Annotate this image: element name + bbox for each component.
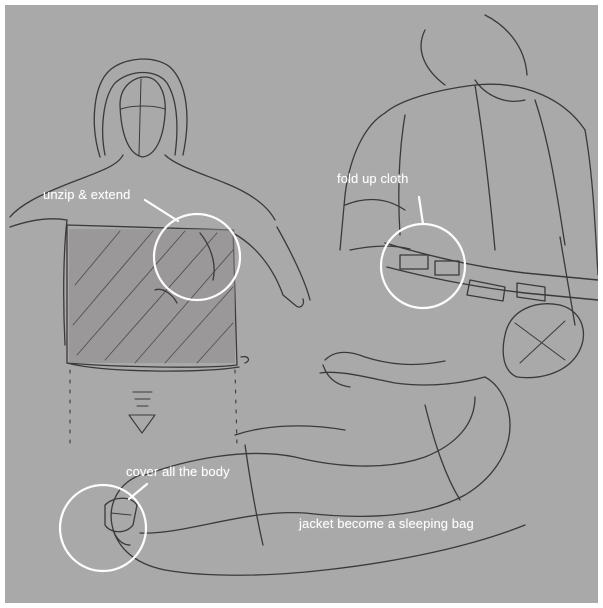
label-fold-up-cloth: fold up cloth xyxy=(337,171,408,186)
pointer-line-fold xyxy=(419,197,423,224)
pointer-line-unzip xyxy=(145,200,178,221)
highlight-circle-belt xyxy=(381,224,465,308)
label-cover-all-body: cover all the body xyxy=(126,464,230,479)
highlight-circle-foot xyxy=(60,485,146,571)
pointer-line-cover xyxy=(129,484,147,499)
jacket-side-sketch xyxy=(340,15,598,325)
sketch-drawing xyxy=(5,5,598,603)
label-unzip-extend: unzip & extend xyxy=(43,187,130,202)
jacket-front-sketch xyxy=(10,59,310,450)
sketch-panel: unzip & extend fold up cloth cover all t… xyxy=(5,5,598,603)
label-sleeping-bag: jacket become a sleeping bag xyxy=(299,516,474,531)
